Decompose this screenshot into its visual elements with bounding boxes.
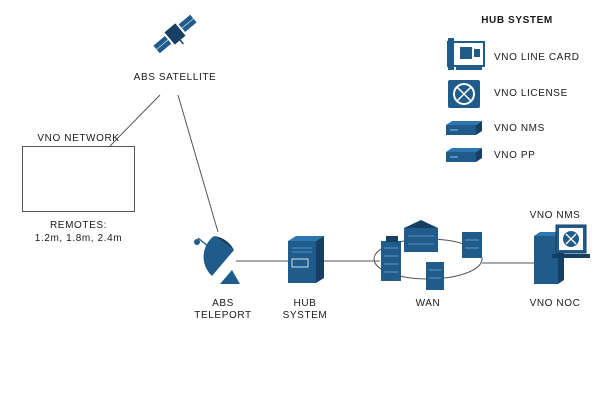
teleport-dish-icon	[194, 236, 240, 284]
satellite-icon	[153, 14, 197, 54]
workstation-icon	[534, 224, 590, 284]
license-disc-icon	[448, 80, 480, 108]
satellite-label: ABS SATELLITE	[133, 72, 217, 83]
link-satellite-vno	[109, 94, 161, 147]
legend-item-pp: VNO PP	[494, 150, 536, 161]
noc-label: VNO NOC	[529, 298, 581, 309]
teleport-label-line2: TELEPORT	[194, 310, 252, 321]
legend-title: HUB SYSTEM	[481, 15, 553, 26]
wan-label: WAN	[415, 298, 441, 309]
legend-item-line-card: VNO LINE CARD	[494, 52, 580, 63]
hub-label-line2: SYSTEM	[282, 310, 328, 321]
legend-item-nms: VNO NMS	[494, 123, 545, 134]
remotes-sizes: 1.2m, 1.8m, 2.4m	[34, 233, 123, 244]
rack-unit-icon	[446, 148, 482, 162]
server-tower-icon	[288, 236, 324, 283]
hub-label-line1: HUB	[293, 298, 317, 309]
vno-network-box	[22, 146, 135, 212]
city-buildings-icon	[381, 220, 482, 290]
rack-unit-icon	[446, 121, 482, 135]
vno-network-label: VNO NETWORK	[37, 133, 120, 144]
noc-nms-label: VNO NMS	[529, 210, 581, 221]
legend-item-license: VNO LICENSE	[494, 88, 568, 99]
link-satellite-teleport	[177, 94, 219, 233]
remotes-label: REMOTES:	[49, 220, 108, 231]
line-card-icon	[447, 38, 485, 70]
teleport-label-line1: ABS	[212, 298, 234, 309]
